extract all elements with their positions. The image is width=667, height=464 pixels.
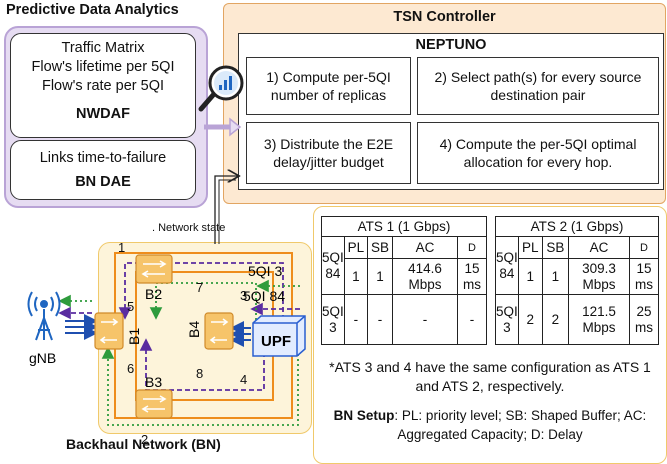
flow-label-5qi84: 5QI 84 [243,288,285,304]
link-number-7: 7 [196,280,203,295]
link-inner [135,271,274,401]
switch-b2-label: B2 [145,286,162,302]
ats-footnote: *ATS 3 and 4 have the same configuration… [329,359,651,394]
neptuno-title: NEPTUNO [415,37,487,53]
link-number-3: 3 [240,288,247,303]
flow-5qi84 [58,262,300,391]
switch-b4-label: B4 [186,321,202,338]
ats1-qos-84-cell: 5QI 84 [321,236,345,295]
upf-label: UPF [261,333,291,350]
ats2-r1-ac: 309.3 Mbps [568,258,630,295]
flow-5qi3 [58,279,300,426]
network-state-arrow-inner [218,179,236,244]
network-state-label: . Network state [152,222,226,234]
switch-b3-label: B3 [145,374,162,390]
flow-5qi3-path-top [149,282,257,320]
bn-setup-text: : PL: priority level; SB: Shaped Buffer;… [394,408,647,442]
magnifier-chart-icon [198,65,244,112]
step-1-box: 1) Compute per-5QI number of replicas [246,57,411,115]
ats2-header-sb: SB [541,236,570,259]
flow-5qi84-path-bottom [139,336,265,391]
ats1-r1-sb: 1 [366,258,394,295]
bn-setup-label: BN Setup [333,408,395,423]
gnb-antenna-icon [27,291,61,341]
ats2-table: ATS 2 (1 Gbps) 5QI 84 PL SB AC D 1 1 309… [495,216,659,345]
tsn-controller-title: TSN Controller [393,9,496,25]
ats1-table: ATS 1 (1 Gbps) 5QI 84 PL SB AC D 1 1 414… [321,216,487,345]
pda-title: Predictive Data Analytics [6,2,179,18]
ats1-r2-sb: - [366,294,394,345]
switch-b4-icon [204,312,234,350]
pda-to-tsn-arrowhead [229,117,242,137]
switch-b1-icon [94,312,124,350]
switch-b3-icon [135,389,173,419]
link-number-2: 2 [141,432,148,447]
nwdaf-line-rate: Flow's rate per 5QI [41,78,165,94]
bn-dae-label: BN DAE [75,174,131,190]
link-outer [114,252,293,419]
network-state-arrow [214,176,238,244]
switch-b1-label: B1 [126,328,142,345]
ats2-header-ac: AC [568,236,630,259]
bn-dae-line: Links time-to-failure [39,150,167,166]
backhaul-network-title: Backhaul Network (BN) [66,436,221,452]
upf-box: UPF [252,315,306,357]
link-number-8: 8 [196,366,203,381]
bn-dae-box: Links time-to-failure BN DAE [10,140,196,200]
bn-setup-legend: BN Setup: PL: priority level; SB: Shaped… [318,406,662,444]
ats1-r1-d: 15 ms [457,258,487,295]
link-number-5: 5 [127,299,134,314]
link-number-6: 6 [127,361,134,376]
ats1-header-sb: SB [366,236,394,259]
step-4-box: 4) Compute the per-5QI optimal allocatio… [417,122,659,184]
ats1-r2-d: - [457,294,487,345]
ats1-qos-84: 5QI 84 [322,249,344,281]
ats1-header-pl: PL [343,236,368,259]
flow-label-5qi3: 5QI 3 [248,263,282,279]
ats2-r2-ac: 121.5 Mbps [568,294,630,345]
switch-b2-icon [135,254,173,284]
gnb-links [65,314,98,340]
link-number-4: 4 [240,372,247,387]
step-3-box: 3) Distribute the E2E delay/jitter budge… [246,122,411,184]
ats2-header-pl: PL [517,236,543,259]
flow-5qi3-path-bottom [101,334,299,426]
ats1-qos-3: 5QI 3 [322,303,344,335]
ats2-r1-pl: 1 [517,258,543,295]
upf-links [230,321,251,347]
ats2-r2-sb: 2 [541,294,570,345]
nwdaf-box: Traffic Matrix Flow's lifetime per 5QI F… [10,33,196,138]
gnb-label: gNB [29,350,56,366]
nwdaf-line-lifetime: Flow's lifetime per 5QI [31,59,175,75]
link-number-1: 1 [118,240,125,255]
ats2-r2-d: 25 ms [629,294,659,345]
neptuno-box: NEPTUNO 1) Compute per-5QI number of rep… [238,33,664,190]
ats2-r1-d: 15 ms [629,258,659,295]
ats1-r1-ac: 414.6 Mbps [392,258,458,295]
ats1-title: ATS 1 (1 Gbps) [321,216,487,237]
ats2-title: ATS 2 (1 Gbps) [495,216,659,237]
ats2-qos-84: 5QI 84 [496,249,518,281]
bn-links [114,252,293,419]
nwdaf-label: NWDAF [76,106,130,122]
ats1-r2-pl: - [343,294,368,345]
step-2-box: 2) Select path(s) for every source desti… [417,57,659,115]
nwdaf-line-traffic-matrix: Traffic Matrix [61,40,145,56]
ats2-qos-3: 5QI 3 [496,303,518,335]
flow-5qi84-path-top [118,262,284,320]
